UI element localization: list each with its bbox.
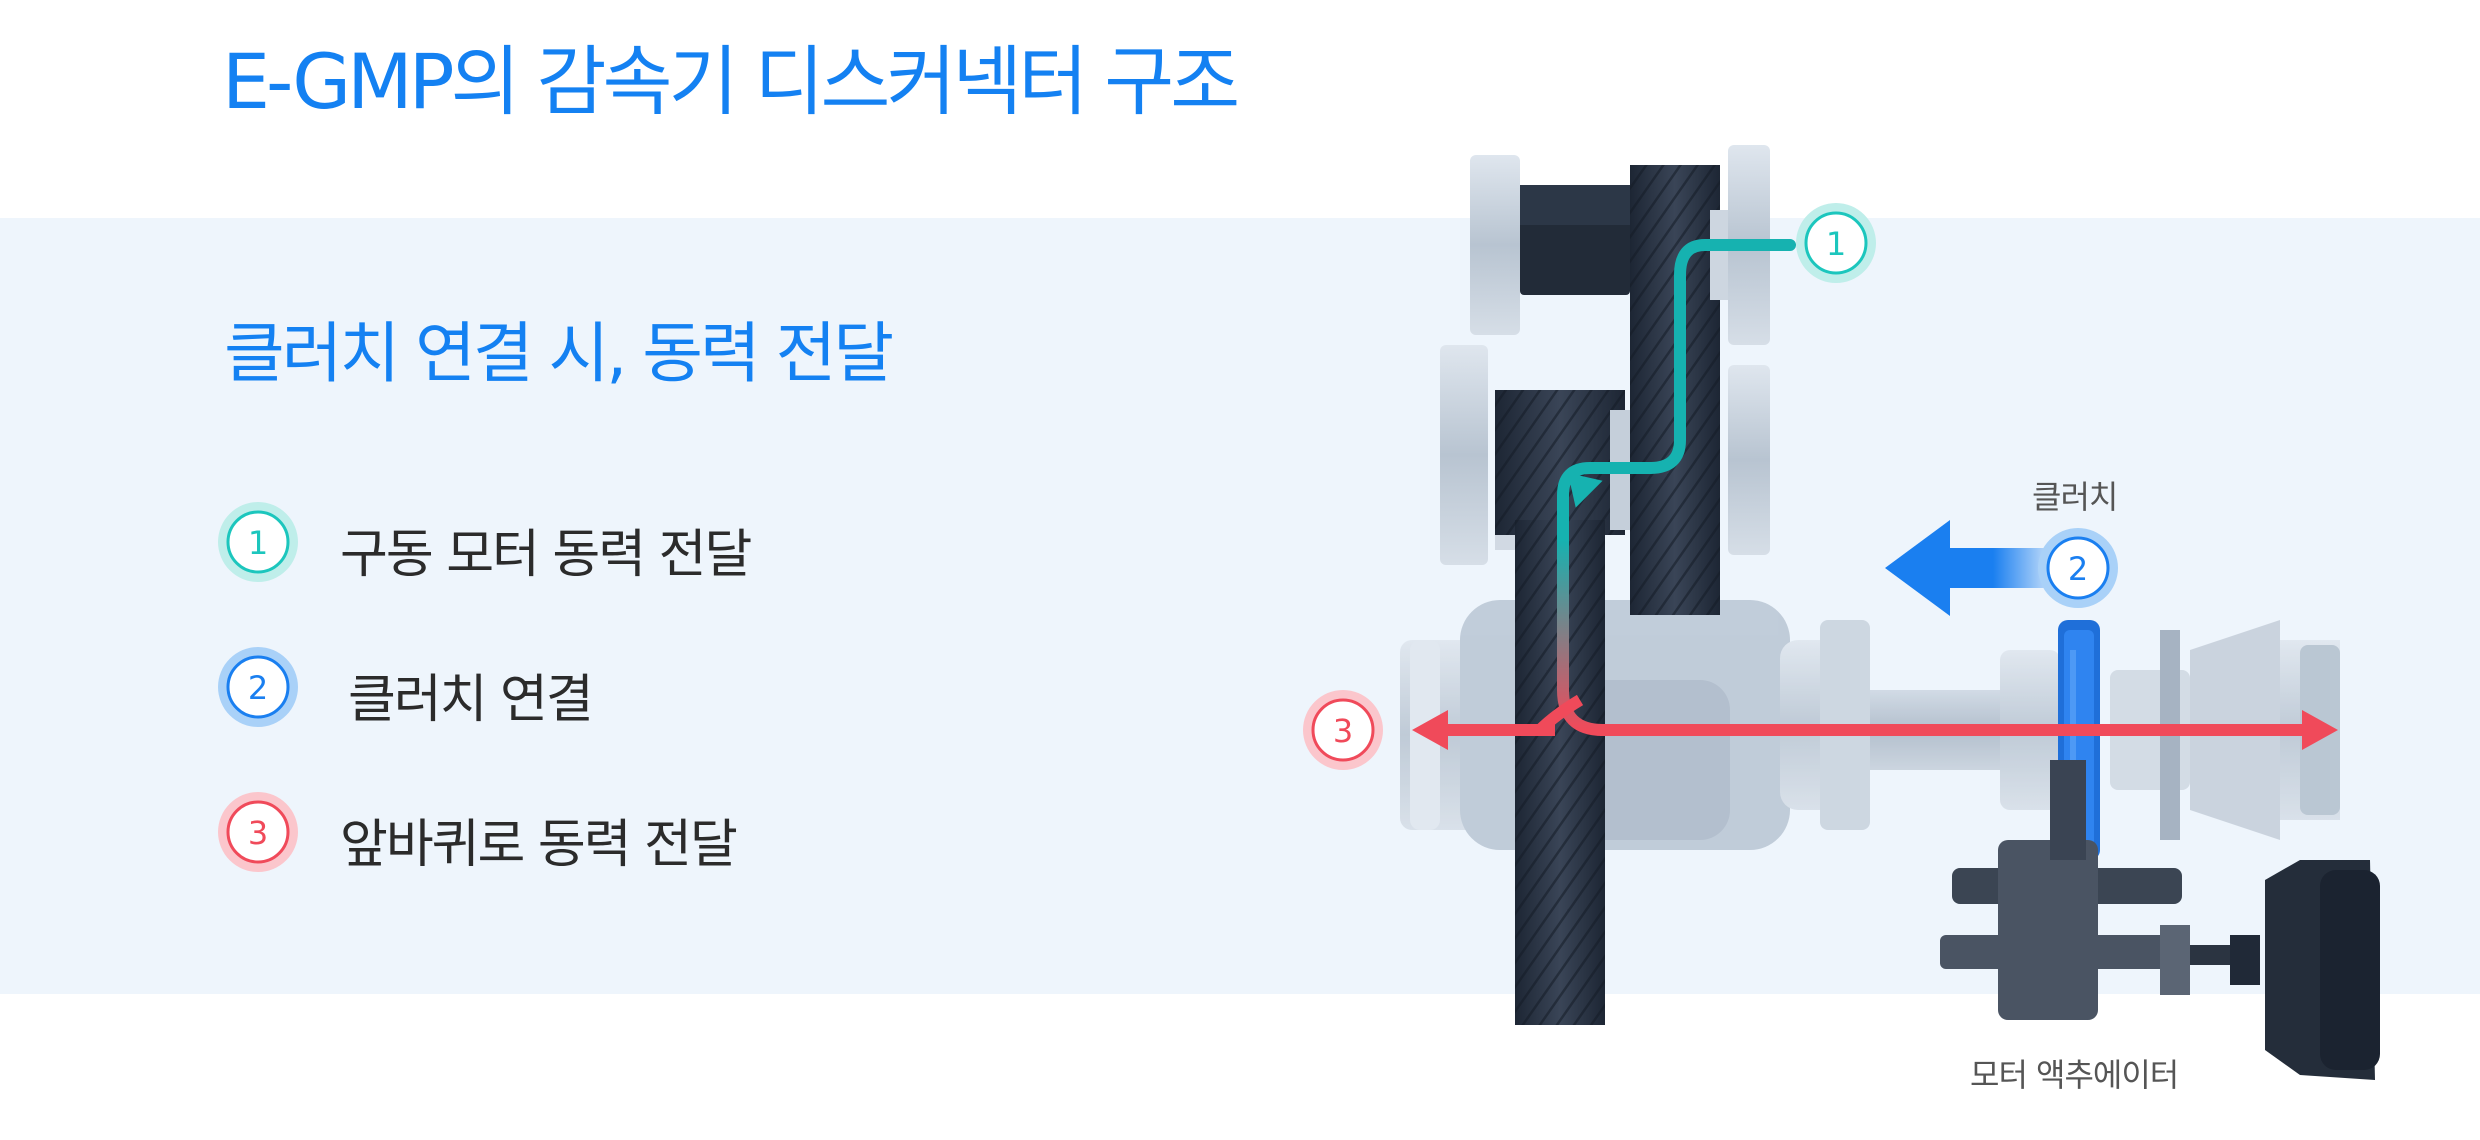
marker-3-number: 3 — [1333, 712, 1353, 750]
reduction-gears — [1440, 145, 1770, 1025]
marker-3: 3 — [1303, 690, 1383, 770]
blue-number-badge-icon: 2 — [218, 647, 298, 727]
legend-number-1: 1 — [248, 524, 268, 562]
teal-number-badge-icon: 1 — [218, 502, 298, 582]
marker-1-number: 1 — [1826, 225, 1846, 263]
legend-label-2: 클러치 연결 — [348, 670, 594, 730]
motor-actuator-callout: 모터 액추에이터 — [1970, 1056, 2179, 1094]
legend-label-1: 구동 모터 동력 전달 — [340, 525, 752, 585]
legend-label-3: 앞바퀴로 동력 전달 — [340, 815, 738, 875]
legend-number-3: 3 — [248, 814, 268, 852]
section-title: 클러치 연결 시, 동력 전달 — [224, 315, 894, 392]
marker-2: 2 — [2038, 528, 2118, 608]
red-arrowhead-right-icon — [2302, 710, 2338, 750]
power-flow-paths — [1412, 239, 2338, 750]
marker-2-number: 2 — [2068, 550, 2088, 588]
legend-number-2: 2 — [248, 669, 268, 707]
red-arrowhead-left-icon — [1412, 710, 1448, 750]
marker-1: 1 — [1796, 203, 1876, 283]
clutch-callout: 클러치 — [2032, 478, 2118, 516]
motor-actuator — [1940, 760, 2380, 1080]
page-title: E-GMP의 감속기 디스커넥터 구조 — [222, 37, 1240, 126]
red-number-badge-icon: 3 — [218, 792, 298, 872]
